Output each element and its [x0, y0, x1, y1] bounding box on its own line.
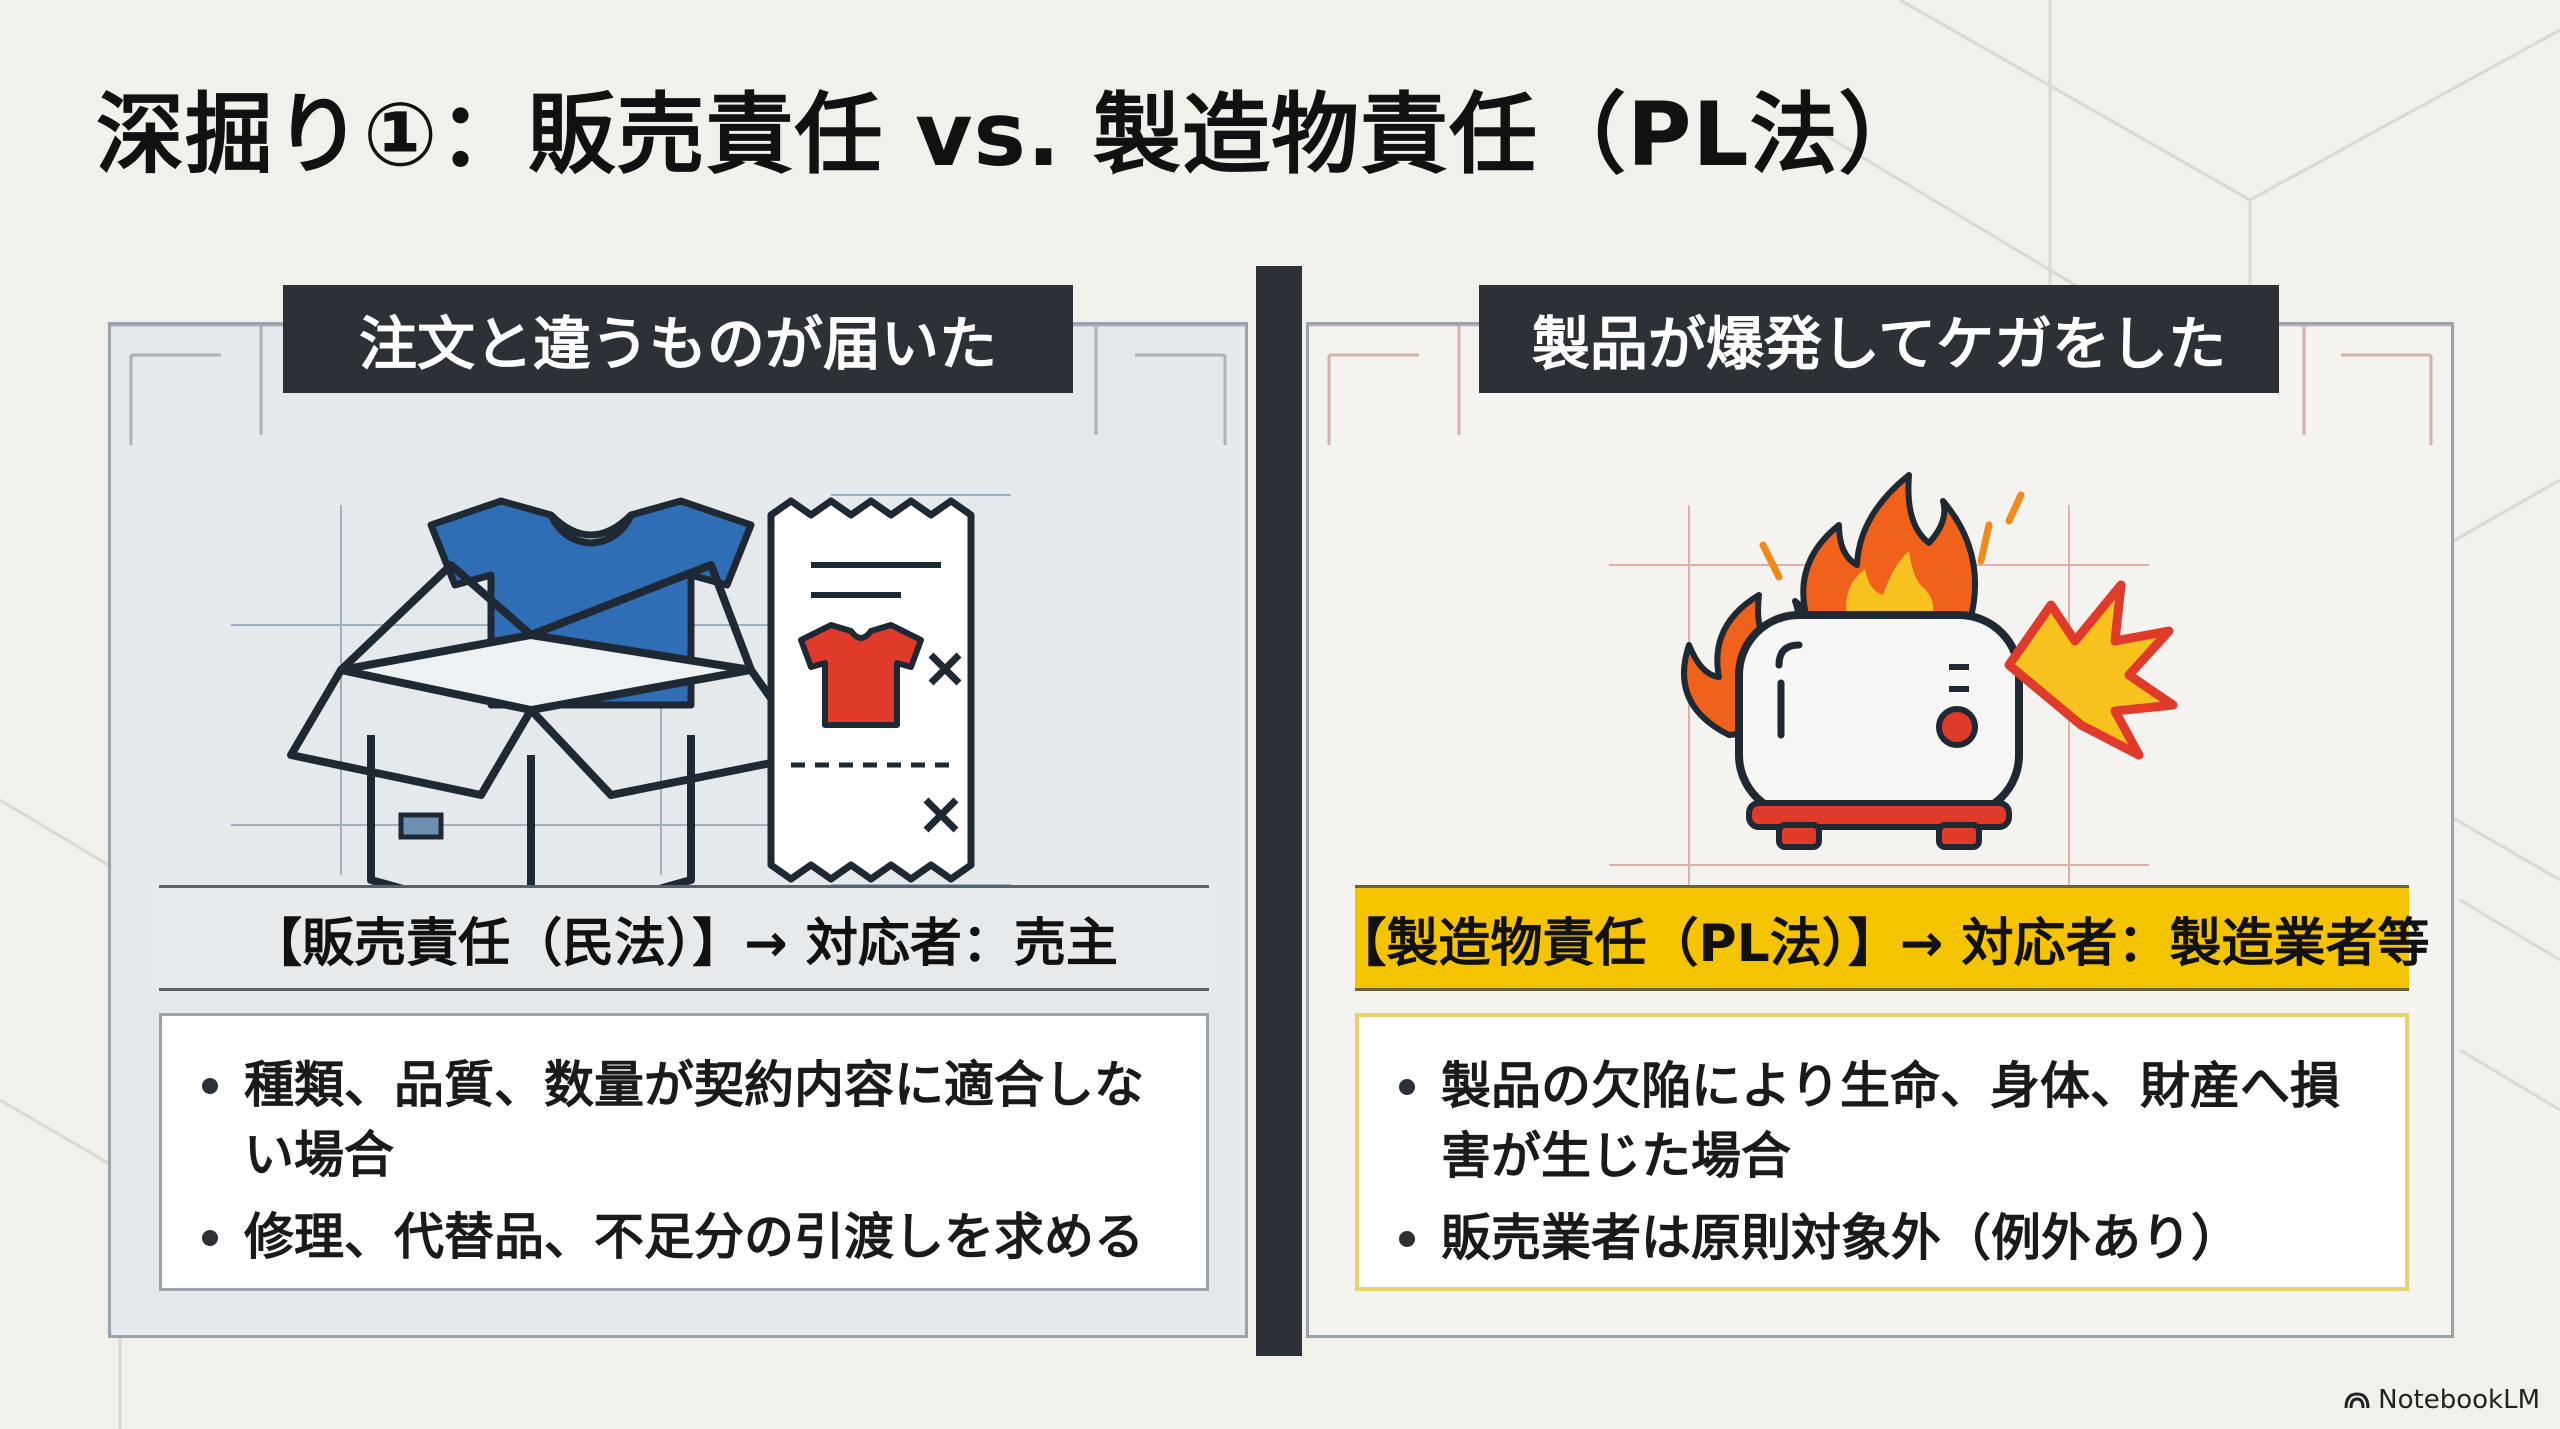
product-liability-bullets: 製品の欠陥により生命、身体、財産へ損害が生じた場合 販売業者は原則対象外（例外あ…: [1355, 1013, 2409, 1291]
list-item: 販売業者は原則対象外（例外あり）: [1395, 1203, 2375, 1273]
burning-toaster-icon: [1681, 472, 2050, 850]
notebooklm-logo-icon: [2344, 1392, 2370, 1409]
explosion-icon: [2004, 580, 2178, 760]
list-item: 種類、品質、数量が契約内容に適合しない場合: [198, 1050, 1176, 1190]
left-panel-header: 注文と違うものが届いた: [283, 285, 1073, 393]
list-item: 修理、代替品、不足分の引渡しを求める: [198, 1202, 1176, 1272]
page-title: 深掘り①：販売責任 vs. 製造物責任（PL法）: [96, 83, 1928, 186]
product-liability-label: 【製造物責任（PL法）】→ 対応者：製造業者等: [1335, 885, 2429, 991]
sales-liability-bullets: 種類、品質、数量が契約内容に適合しない場合 修理、代替品、不足分の引渡しを求める: [159, 1013, 1209, 1291]
watermark-text: NotebookLM: [2378, 1385, 2540, 1415]
sales-liability-panel: 注文と違うものが届いた: [108, 285, 1248, 1338]
center-divider: [1256, 266, 1302, 1356]
list-item: 製品の欠陥により生命、身体、財産へ損害が生じた場合: [1395, 1051, 2375, 1191]
sales-liability-label: 【販売責任（民法）】→ 対応者：売主: [159, 885, 1209, 991]
product-liability-panel: 製品が爆発してケガをした: [1306, 285, 2454, 1338]
open-box-with-blue-tshirt-icon: [287, 497, 815, 925]
right-panel-header: 製品が爆発してケガをした: [1479, 285, 2279, 393]
burning-toaster-illustration: [1609, 472, 2178, 905]
wrong-item-illustration: [231, 494, 1011, 925]
receipt-with-red-tshirt-icon: [767, 497, 975, 883]
watermark: NotebookLM: [2344, 1385, 2540, 1415]
